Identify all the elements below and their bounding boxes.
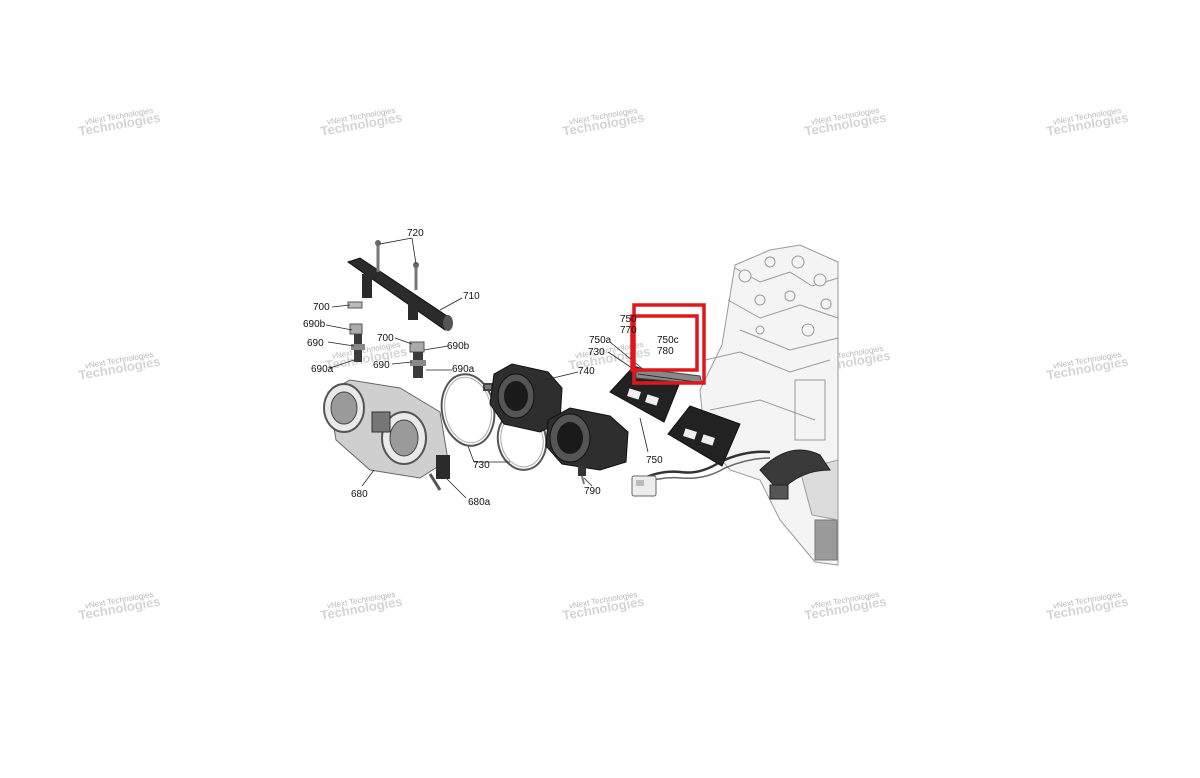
watermark: Technologies vNext Technologies xyxy=(1045,590,1129,623)
callout-740: 740 xyxy=(578,366,595,377)
callout-720: 720 xyxy=(407,228,424,239)
watermark: Technologies vNext Technologies xyxy=(324,340,408,373)
watermark: Technologies vNext Technologies xyxy=(1045,106,1129,139)
watermark: Technologies vNext Technologies xyxy=(561,590,645,623)
wiring-harness-icon xyxy=(631,450,771,497)
callout-770: 770 xyxy=(620,325,637,336)
throttle-body-icon xyxy=(323,379,450,491)
callout-690: 690 xyxy=(373,360,390,371)
callout-680a: 680a xyxy=(468,497,491,508)
intake-adaptor-icon xyxy=(489,363,629,485)
callout-730: 730 xyxy=(588,347,605,358)
callout-700: 700 xyxy=(313,302,330,313)
callout-730: 730 xyxy=(473,460,490,471)
callout-690b: 690b xyxy=(303,319,326,330)
highlight-box-inner xyxy=(630,314,699,372)
callout-680: 680 xyxy=(351,489,368,500)
watermark: Technologies vNext Technologies xyxy=(561,106,645,139)
fuel-injector-icon xyxy=(347,301,426,378)
watermarks: Technologies vNext Technologies Technolo… xyxy=(77,106,1129,623)
callout-labels: 720 710 700 690b 690 690a 700 690b 690 6… xyxy=(303,228,679,508)
callout-690a: 690a xyxy=(452,364,475,375)
callout-690: 690 xyxy=(307,338,324,349)
callout-780: 780 xyxy=(657,346,674,357)
callout-690b: 690b xyxy=(447,341,470,352)
callout-750a: 750a xyxy=(589,335,612,346)
watermark: Technologies vNext Technologies xyxy=(319,590,403,623)
highlight-box-outer xyxy=(632,303,706,385)
highlight-boxes xyxy=(630,303,706,385)
callout-700: 700 xyxy=(377,333,394,344)
callout-690a: 690a xyxy=(311,364,334,375)
watermark: Technologies vNext Technologies xyxy=(77,106,161,139)
engine-block-icon xyxy=(699,244,839,566)
callout-750c: 750c xyxy=(657,335,679,346)
watermark: Technologies vNext Technologies xyxy=(319,106,403,139)
callout-750: 750 xyxy=(620,314,637,325)
watermark: Technologies vNext Technologies xyxy=(77,590,161,623)
callout-750: 750 xyxy=(646,455,663,466)
fuel-rail-icon xyxy=(346,240,453,331)
watermark: Technologies vNext Technologies xyxy=(803,590,887,623)
callout-790: 790 xyxy=(584,486,601,497)
leader-lines xyxy=(325,237,649,499)
callout-710: 710 xyxy=(463,291,480,302)
reed-valve-icon xyxy=(609,365,741,467)
watermark: Technologies vNext Technologies xyxy=(1045,350,1129,383)
watermark: Technologies vNext Technologies xyxy=(77,350,161,383)
watermark: Technologies vNext Technologies xyxy=(803,106,887,139)
